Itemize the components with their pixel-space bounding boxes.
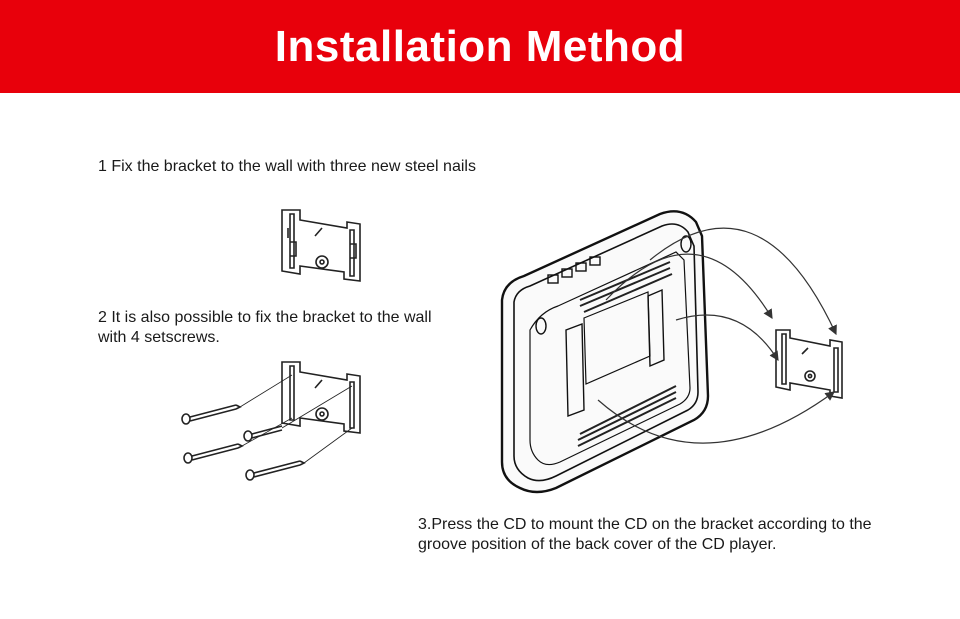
cd-player-back-cover-illustration	[500, 210, 710, 494]
setscrew-icon	[181, 404, 242, 425]
setscrew-icon	[245, 460, 306, 481]
setscrew-icon	[183, 443, 244, 464]
setscrew-icon	[243, 425, 283, 442]
page-title: Installation Method	[274, 21, 686, 71]
step-2-text: 2 It is also possible to fix the bracket…	[98, 309, 432, 346]
step-1-text: 1 Fix the bracket to the wall with three…	[98, 158, 476, 175]
header-banner: Installation Method	[0, 0, 960, 93]
bracket-with-setscrews-illustration	[181, 361, 361, 481]
mounting-direction-arrows	[597, 227, 837, 444]
wall-bracket-illustration	[281, 209, 361, 282]
mounted-bracket-target-illustration	[775, 329, 843, 399]
step-3-text: 3.Press the CD to mount the CD on the br…	[418, 516, 872, 553]
